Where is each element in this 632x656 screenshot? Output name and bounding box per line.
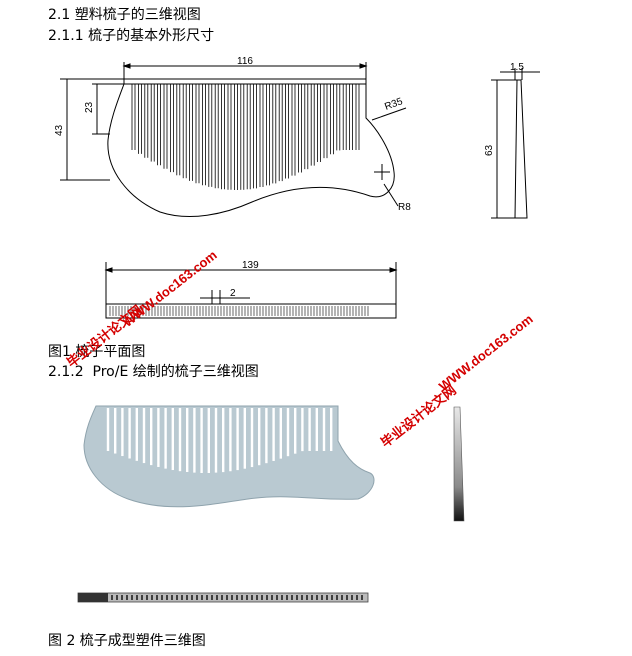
comb-body-outline	[107, 83, 395, 218]
subsection-heading-proe: 2.1.2 Pro/E 绘制的梳子三维视图	[48, 364, 259, 380]
dim-text-side-thickness: 1.5	[510, 62, 524, 73]
dim-text-total-height: 43	[54, 124, 65, 136]
dim-arrows-length	[104, 267, 398, 273]
figure-1-caption: 图1 梳子平面图	[48, 344, 146, 360]
dim-text-side-height: 63	[484, 144, 495, 156]
dim-line-body-height	[92, 83, 124, 135]
dim-text-pitch: 2	[230, 288, 236, 299]
comb-3d-bottom-end	[78, 593, 108, 602]
dim-line-pitch	[200, 290, 250, 304]
comb-teeth-front	[131, 84, 360, 190]
dim-text-body-height: 23	[84, 101, 95, 113]
dim-line-width	[123, 62, 367, 80]
dim-text-width: 116	[237, 56, 253, 67]
subsection-heading: 2.1.1 梳子的基本外形尺寸	[48, 28, 215, 44]
dim-line-side-height	[491, 79, 517, 219]
side-view-outline	[514, 79, 528, 219]
comb-3d-teeth	[106, 408, 333, 473]
dim-text-r35: R35	[383, 96, 404, 113]
dim-arrows-width	[122, 63, 368, 69]
leader-r35	[371, 107, 407, 121]
render-panel	[48, 381, 494, 628]
render-3d	[77, 405, 465, 603]
dim-line-side-thickness	[500, 68, 540, 80]
dim-line-total-height	[60, 78, 124, 181]
comb-teeth-bottom	[109, 306, 369, 316]
figure-2-caption: 图 2 梳子成型塑件三维图	[48, 633, 206, 649]
section-heading: 2.1 塑料梳子的三维视图	[48, 7, 201, 23]
leader-r8	[374, 164, 399, 207]
comb-3d-bottom-teeth	[111, 595, 363, 600]
dim-line-length	[105, 262, 397, 304]
dim-text-length: 139	[242, 260, 259, 271]
comb-spine-outline	[123, 78, 367, 85]
dim-text-r8: R8	[398, 202, 411, 213]
bottom-view-outline	[105, 303, 397, 319]
comb-3d-side	[453, 406, 465, 522]
